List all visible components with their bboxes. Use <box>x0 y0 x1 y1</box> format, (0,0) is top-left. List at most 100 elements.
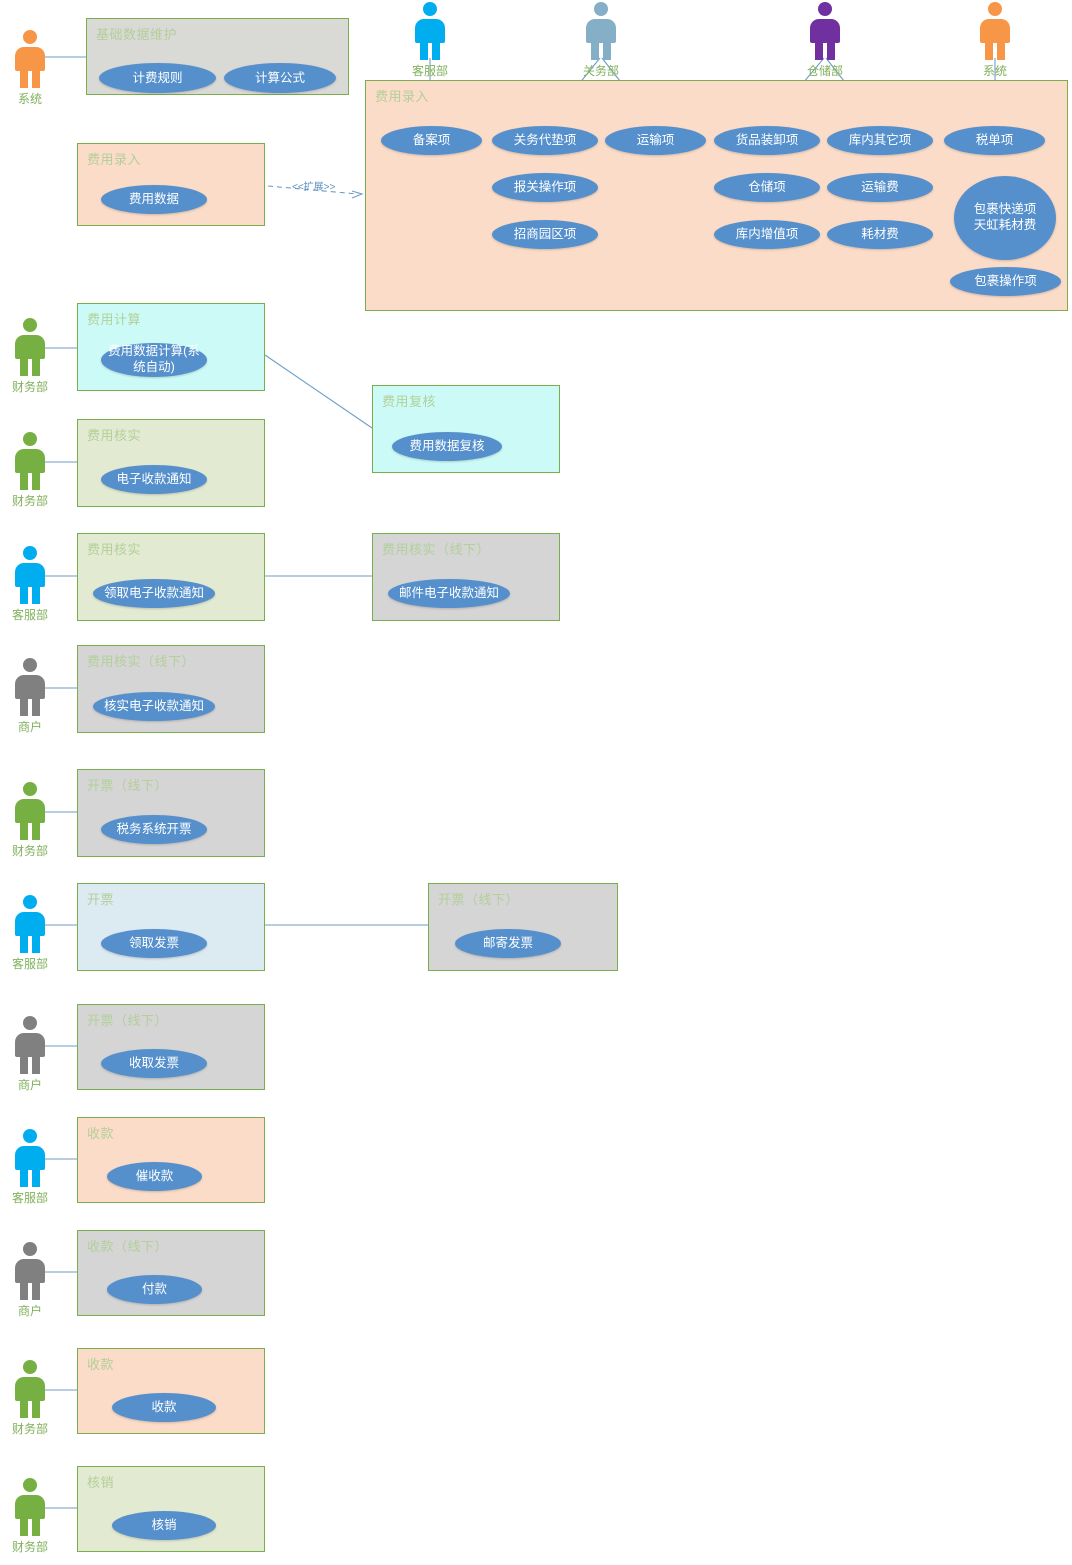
package-title: 费用核实（线下） <box>87 654 196 669</box>
actor-label: 关务部 <box>582 64 619 78</box>
usecase-verify-electronic-payment-notice[interactable]: 核实电子收款通知 <box>93 692 215 721</box>
usecase-charging-rules[interactable]: 计费规则 <box>99 63 216 93</box>
package-title: 核销 <box>87 1475 115 1490</box>
actor-leg-left <box>20 68 28 88</box>
actor-system-right[interactable]: 系统 <box>973 2 1017 79</box>
usecase-collect-invoice[interactable]: 收取发票 <box>101 1049 207 1078</box>
actor-label: 客服部 <box>11 1191 48 1205</box>
usecase-tax-system-invoicing[interactable]: 税务系统开票 <box>101 815 207 844</box>
usecase-warehouse-other-item[interactable]: 库内其它项 <box>827 126 933 155</box>
actor-merchant-2[interactable]: 商户 <box>8 1016 52 1093</box>
usecase-parcel-operation-item[interactable]: 包裹操作项 <box>950 267 1061 296</box>
actor-leg-left <box>20 696 28 716</box>
usecase-fee-data-calculation[interactable]: 费用数据计算(系 统自动) <box>101 343 207 377</box>
actor-figure <box>579 2 623 60</box>
actor-label: 客服部 <box>11 608 48 622</box>
actor-leg-right <box>603 40 611 60</box>
usecase-receive-electronic-payment-notice[interactable]: 领取电子收款通知 <box>93 579 215 608</box>
usecase-line-2: 统自动) <box>133 360 175 374</box>
actor-leg-right <box>432 40 440 60</box>
actor-figure <box>8 30 52 88</box>
actor-body <box>15 1033 45 1057</box>
usecase-goods-loading-item[interactable]: 货品装卸项 <box>714 126 820 155</box>
actor-body <box>15 912 45 936</box>
package-fee-entry-main[interactable]: 费用录入 <box>365 80 1068 311</box>
package-invoice-offline-finance[interactable]: 开票（线下） <box>77 769 265 857</box>
package-invoice[interactable]: 开票 <box>77 883 265 971</box>
usecase-parcel-express-item[interactable]: 包裹快递项 天虹耗材费 <box>954 176 1056 260</box>
usecase-pay[interactable]: 付款 <box>107 1275 202 1304</box>
package-fee-verify-cs[interactable]: 费用核实 <box>77 533 265 621</box>
usecase-calc-formula[interactable]: 计算公式 <box>224 63 336 93</box>
actor-leg-right <box>32 1516 40 1536</box>
extend-relationship-label: <<扩展>> <box>292 182 336 193</box>
usecase-customs-advance-item[interactable]: 关务代垫项 <box>492 126 598 155</box>
actor-merchant-1[interactable]: 商户 <box>8 658 52 735</box>
actor-figure <box>8 1129 52 1187</box>
usecase-investment-park-item[interactable]: 招商园区项 <box>492 220 598 249</box>
usecase-consumables-fee[interactable]: 耗材费 <box>827 220 933 249</box>
actor-leg-right <box>827 40 835 60</box>
usecase-transport-fee[interactable]: 运输费 <box>827 173 933 202</box>
usecase-storage-item[interactable]: 仓储项 <box>714 173 820 202</box>
actor-body <box>810 19 840 43</box>
actor-head <box>23 30 37 44</box>
actor-body <box>15 799 45 823</box>
actor-finance-2[interactable]: 财务部 <box>8 432 52 509</box>
actor-leg-left <box>20 1054 28 1074</box>
actor-leg-left <box>20 1280 28 1300</box>
usecase-writeoff[interactable]: 核销 <box>112 1511 216 1540</box>
usecase-electronic-payment-notice[interactable]: 电子收款通知 <box>101 465 207 494</box>
usecase-mail-invoice[interactable]: 邮寄发票 <box>455 929 561 958</box>
actor-system-top[interactable]: 系统 <box>8 30 52 107</box>
link-feiyongjisuan-fuhe <box>264 354 373 429</box>
actor-finance-5[interactable]: 财务部 <box>8 1478 52 1555</box>
actor-customer-service-top[interactable]: 客服部 <box>408 2 452 79</box>
usecase-fee-data-review[interactable]: 费用数据复核 <box>392 432 502 461</box>
actor-head <box>23 546 37 560</box>
actor-customer-service-3[interactable]: 客服部 <box>8 1129 52 1206</box>
usecase-tax-bill-item[interactable]: 税单项 <box>944 126 1045 155</box>
usecase-filing-item[interactable]: 备案项 <box>381 126 482 155</box>
actor-finance-4[interactable]: 财务部 <box>8 1360 52 1437</box>
actor-leg-right <box>32 1167 40 1187</box>
actor-customer-service-2[interactable]: 客服部 <box>8 895 52 972</box>
actor-finance-3[interactable]: 财务部 <box>8 782 52 859</box>
actor-head <box>23 1242 37 1256</box>
package-fee-entry-left[interactable]: 费用录入 <box>77 143 265 226</box>
actor-body <box>980 19 1010 43</box>
actor-label: 客服部 <box>411 64 448 78</box>
actor-label: 系统 <box>17 92 42 106</box>
usecase-receive-payment[interactable]: 收款 <box>112 1393 216 1422</box>
actor-label: 客服部 <box>11 957 48 971</box>
usecase-mail-electronic-payment-notice[interactable]: 邮件电子收款通知 <box>388 579 510 608</box>
package-title: 费用核实（线下） <box>382 542 491 557</box>
actor-customer-service-1[interactable]: 客服部 <box>8 546 52 623</box>
actor-customs[interactable]: 关务部 <box>579 2 623 79</box>
usecase-customs-declaration-item[interactable]: 报关操作项 <box>492 173 598 202</box>
actor-label: 财务部 <box>11 1540 48 1554</box>
package-fee-verify-finance[interactable]: 费用核实 <box>77 419 265 507</box>
actor-body <box>586 19 616 43</box>
usecase-receive-invoice[interactable]: 领取发票 <box>101 929 207 958</box>
usecase-line-1: 包裹快递项 <box>973 202 1037 217</box>
usecase-fee-data[interactable]: 费用数据 <box>101 185 207 214</box>
actor-warehouse[interactable]: 仓储部 <box>803 2 847 79</box>
actor-leg-right <box>997 40 1005 60</box>
package-fee-verify-offline[interactable]: 费用核实（线下） <box>372 533 560 621</box>
usecase-transport-item[interactable]: 运输项 <box>605 126 706 155</box>
usecase-warehouse-value-added-item[interactable]: 库内增值项 <box>714 220 820 249</box>
actor-head <box>23 782 37 796</box>
actor-figure <box>8 895 52 953</box>
actor-merchant-3[interactable]: 商户 <box>8 1242 52 1319</box>
actor-leg-left <box>20 1516 28 1536</box>
usecase-urge-payment[interactable]: 催收款 <box>107 1162 202 1191</box>
actor-leg-left <box>815 40 823 60</box>
actor-figure <box>8 432 52 490</box>
package-collect-finance[interactable]: 收款 <box>77 1348 265 1434</box>
actor-finance-1[interactable]: 财务部 <box>8 318 52 395</box>
actor-leg-right <box>32 356 40 376</box>
actor-figure <box>8 782 52 840</box>
package-invoice-offline-mail[interactable]: 开票（线下） <box>428 883 618 971</box>
actor-head <box>818 2 832 16</box>
